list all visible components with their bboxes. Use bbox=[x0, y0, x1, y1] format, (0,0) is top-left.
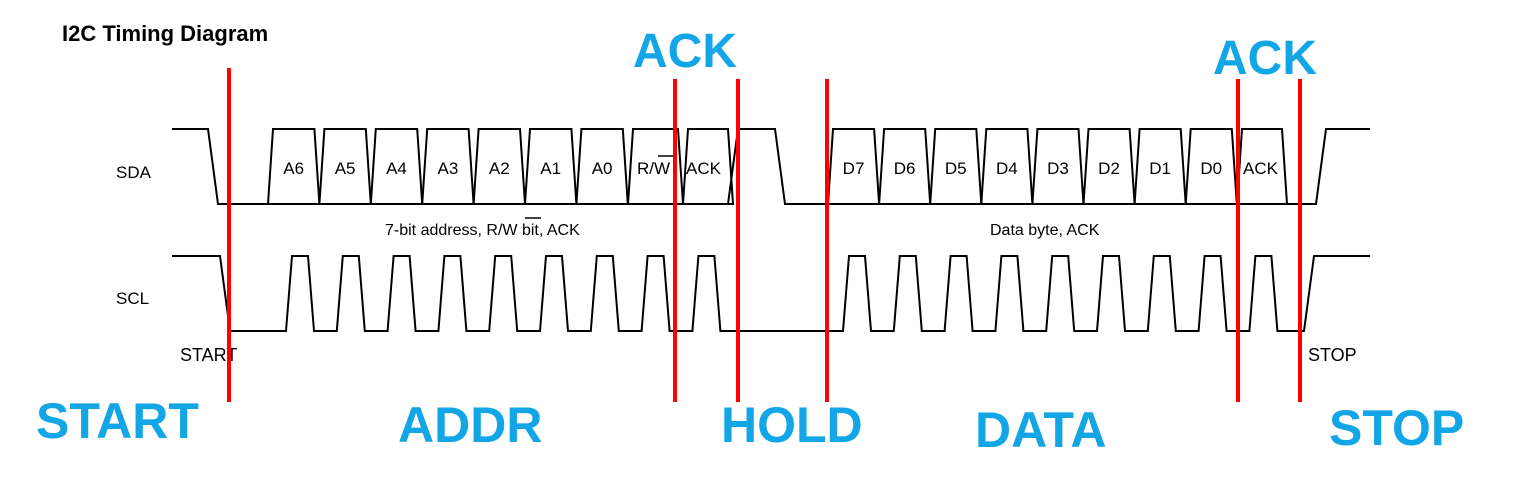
address-bit-label: A5 bbox=[335, 159, 356, 178]
address-bit-cell-a5: A5 bbox=[318, 128, 372, 205]
address-bit-outline bbox=[523, 128, 578, 205]
data-bit-label: D4 bbox=[996, 159, 1018, 178]
address-bit-outline bbox=[575, 128, 629, 205]
addr-phase-label: ADDR bbox=[398, 397, 542, 453]
sda-data-ack-cell: ACK bbox=[1235, 128, 1289, 205]
sda-address-cells: A6 A5 A4 A3 A2 A1 A0 bbox=[266, 128, 629, 205]
address-desc-suffix: bit, ACK bbox=[518, 222, 581, 239]
data-bit-label: D2 bbox=[1098, 159, 1120, 178]
rw-bar-letter: W bbox=[654, 159, 670, 178]
address-bit-outline bbox=[318, 128, 372, 205]
phase-boundary-lines bbox=[227, 68, 1302, 402]
data-bit-cell-d2: D2 bbox=[1082, 128, 1136, 205]
address-bit-outline bbox=[266, 128, 321, 205]
sda-address-ack-cell: ACK bbox=[681, 128, 735, 205]
address-ack-outline bbox=[681, 128, 735, 205]
data-bit-label: D1 bbox=[1149, 159, 1171, 178]
ack-annotation-address: ACK bbox=[633, 25, 737, 78]
phase-annotations: ACK ACK START ADDR HOLD DATA STOP bbox=[36, 25, 1464, 458]
ack-annotation-data: ACK bbox=[1213, 32, 1317, 85]
scl-label: SCL bbox=[116, 289, 149, 308]
address-bit-cell-a4: A4 bbox=[369, 128, 424, 205]
hold-phase-label: HOLD bbox=[721, 397, 863, 453]
rw-prefix: R/ bbox=[637, 159, 654, 178]
address-bit-outline bbox=[369, 128, 424, 205]
stop-phase-label: STOP bbox=[1329, 400, 1464, 456]
sda-rw-cell: R/W bbox=[626, 128, 685, 205]
address-bit-label: A0 bbox=[592, 159, 613, 178]
start-phase-label: START bbox=[36, 393, 199, 449]
data-bit-label: D6 bbox=[894, 159, 916, 178]
start-marker-label: START bbox=[180, 345, 237, 365]
data-bit-outline bbox=[1133, 128, 1187, 205]
data-bit-cell-d1: D1 bbox=[1133, 128, 1187, 205]
data-bit-cell-d4: D4 bbox=[980, 128, 1034, 205]
address-bit-outline bbox=[421, 128, 475, 205]
sda-label: SDA bbox=[116, 163, 152, 182]
data-bit-cell-d0: D0 bbox=[1184, 128, 1238, 205]
address-bit-cell-a0: A0 bbox=[575, 128, 629, 205]
address-bit-label: A4 bbox=[386, 159, 407, 178]
sda-start-segment bbox=[172, 128, 268, 205]
data-bit-outline bbox=[929, 128, 983, 205]
address-bit-cell-a3: A3 bbox=[421, 128, 475, 205]
address-desc-prefix: 7-bit address, R/ bbox=[385, 222, 503, 239]
data-bit-outline bbox=[1082, 128, 1136, 205]
data-bit-outline bbox=[980, 128, 1034, 205]
address-bit-label: A2 bbox=[489, 159, 510, 178]
address-ack-text: ACK bbox=[686, 159, 722, 178]
address-description: 7-bit address, R/W bit, ACK bbox=[385, 222, 580, 239]
sda-hold-segment bbox=[727, 128, 828, 205]
address-desc-bar: W bbox=[502, 222, 518, 239]
data-bit-label: D7 bbox=[843, 159, 865, 178]
address-bit-cell-a6: A6 bbox=[266, 128, 321, 205]
address-bit-cell-a1: A1 bbox=[523, 128, 578, 205]
data-bit-cell-d3: D3 bbox=[1031, 128, 1085, 205]
scl-waveform bbox=[172, 255, 1370, 332]
data-bit-outline bbox=[878, 128, 932, 205]
stop-marker-label: STOP bbox=[1308, 345, 1357, 365]
data-bit-cell-d5: D5 bbox=[929, 128, 983, 205]
data-bit-outline bbox=[1184, 128, 1238, 205]
data-description: Data byte, ACK bbox=[990, 222, 1100, 239]
data-bit-label: D5 bbox=[945, 159, 967, 178]
data-ack-outline bbox=[1235, 128, 1289, 205]
rw-cell-outline bbox=[626, 128, 685, 205]
address-bit-label: A6 bbox=[283, 159, 304, 178]
sda-data-cells: D7 D6 D5 D4 D3 D2 D1 D0 bbox=[826, 128, 1238, 205]
rw-cell-label: R/W bbox=[637, 159, 670, 178]
address-bit-label: A1 bbox=[540, 159, 561, 178]
address-bit-outline bbox=[472, 128, 527, 205]
data-bit-outline bbox=[826, 128, 881, 205]
data-bit-label: D0 bbox=[1200, 159, 1222, 178]
data-phase-label: DATA bbox=[975, 402, 1106, 458]
address-bit-label: A3 bbox=[438, 159, 459, 178]
data-bit-cell-d7: D7 bbox=[826, 128, 881, 205]
data-bit-label: D3 bbox=[1047, 159, 1069, 178]
data-bit-outline bbox=[1031, 128, 1085, 205]
data-ack-text: ACK bbox=[1243, 159, 1279, 178]
address-bit-cell-a2: A2 bbox=[472, 128, 527, 205]
data-bit-cell-d6: D6 bbox=[878, 128, 932, 205]
diagram-title: I2C Timing Diagram bbox=[62, 21, 268, 46]
